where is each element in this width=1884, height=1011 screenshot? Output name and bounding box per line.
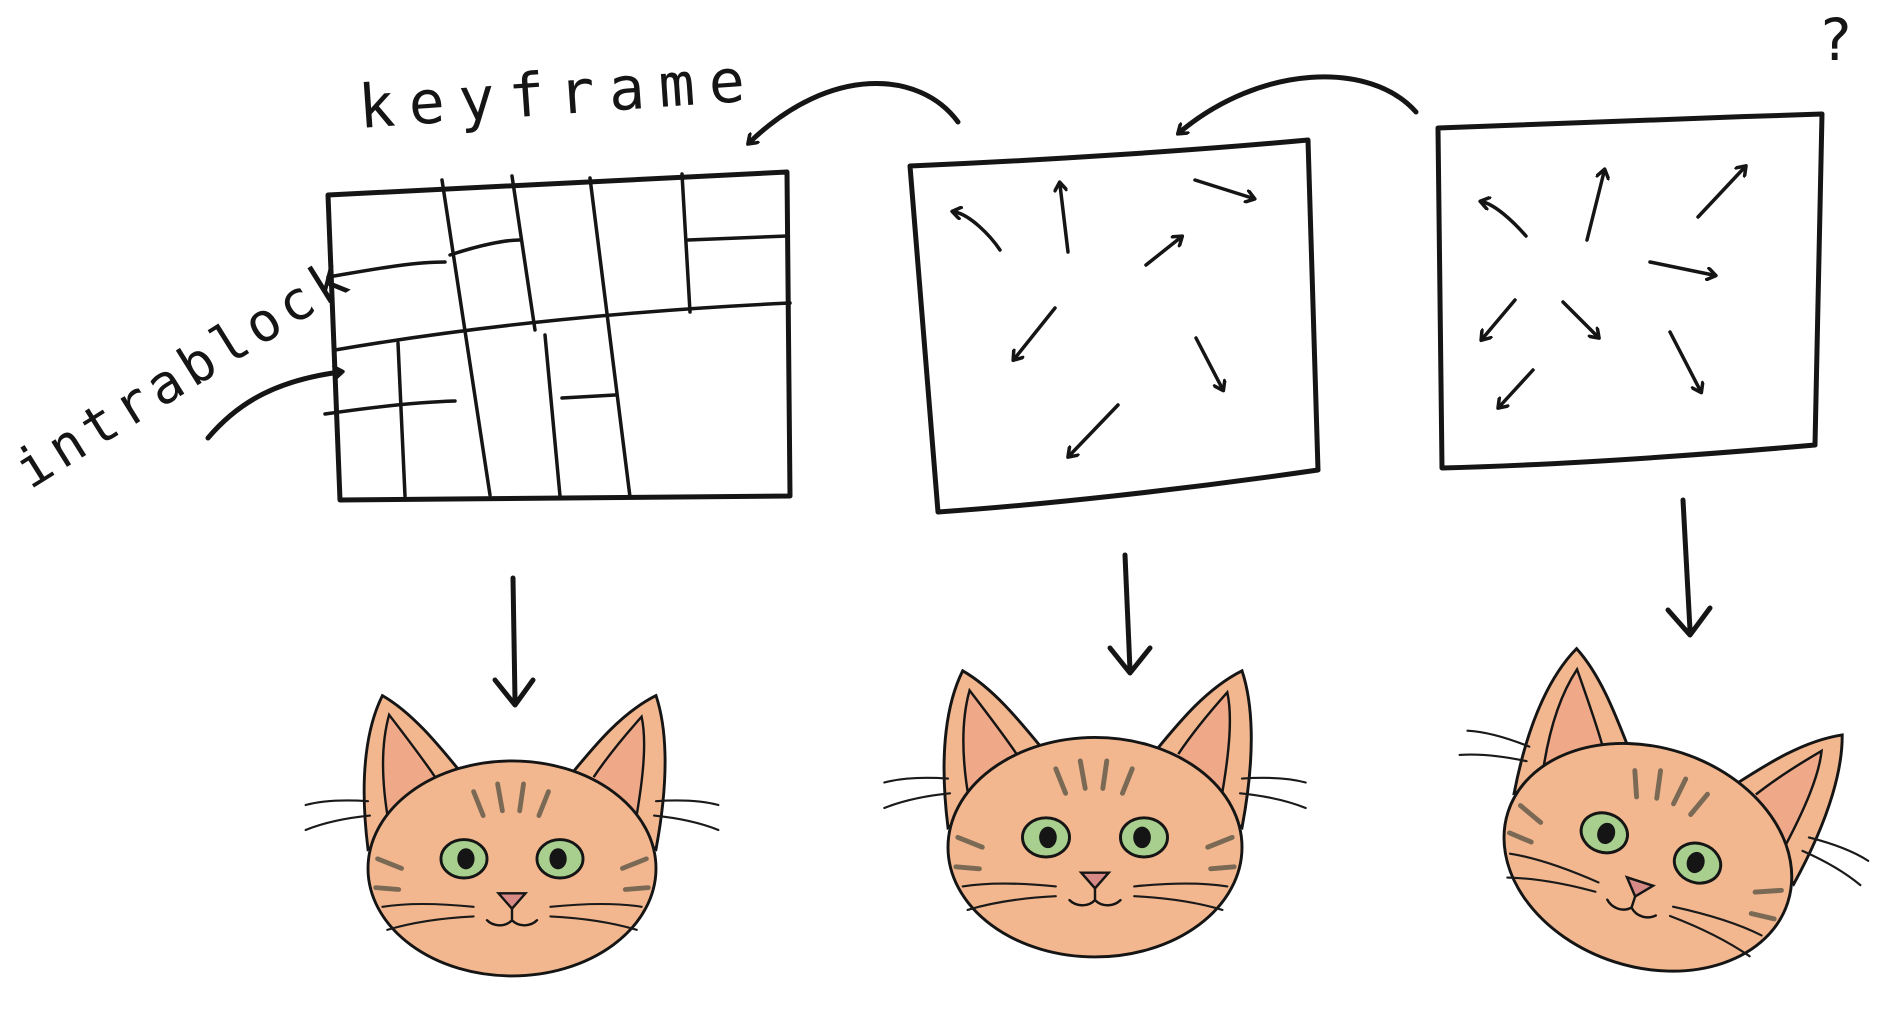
arrow-down-icon	[1122, 552, 1133, 673]
intrablock-label: intrablock	[4, 244, 364, 502]
cat-face-icon	[884, 671, 1305, 957]
curved-arrow-icon	[750, 80, 961, 142]
frame-predicted-2	[1435, 111, 1825, 471]
unknown-marker-label: ?	[1818, 6, 1853, 74]
cat-face-icon	[306, 696, 719, 976]
intrablock-arrow	[205, 372, 340, 441]
keyframe-label: keyframe	[356, 45, 761, 143]
cat-face-icon	[1414, 624, 1884, 1011]
arrow-down-icon	[510, 575, 518, 703]
frame-keyframe	[323, 169, 793, 503]
curved-arrow-icon	[1180, 74, 1419, 132]
arrow-down-icon	[1680, 497, 1693, 633]
frame-predicted-1	[907, 137, 1321, 515]
arrow-head	[492, 677, 536, 708]
arrow-head	[1665, 605, 1713, 638]
arrow-head	[1107, 645, 1153, 676]
